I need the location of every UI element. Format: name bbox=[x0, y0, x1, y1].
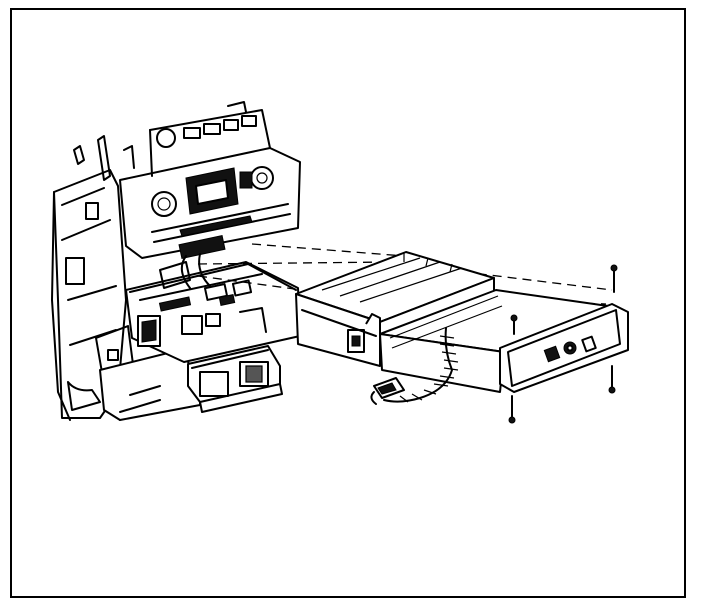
wiring-harness-connector bbox=[370, 377, 405, 405]
radio-bracket-faceplate bbox=[379, 289, 629, 403]
screw-bottom-right bbox=[608, 365, 616, 394]
screw-top-left bbox=[510, 314, 518, 335]
instrument-panel-carrier bbox=[51, 135, 201, 421]
screw-top-right bbox=[610, 264, 618, 293]
hvac-control-head bbox=[119, 101, 301, 259]
radio-cavity bbox=[125, 234, 301, 363]
mounting-screws bbox=[508, 264, 618, 424]
screw-bottom-left bbox=[508, 395, 516, 424]
lower-storage-bin bbox=[187, 345, 283, 413]
